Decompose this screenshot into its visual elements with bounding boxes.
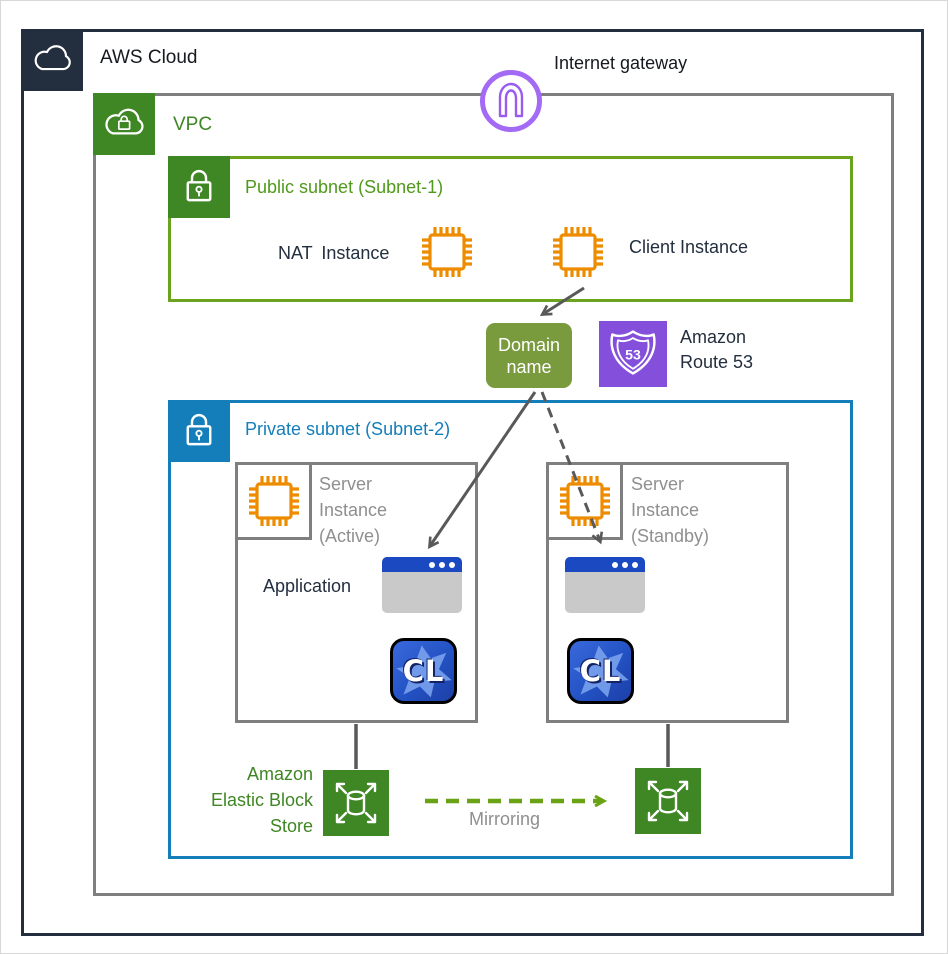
window-dot [449, 561, 455, 568]
domain-name-label: Domain name [497, 334, 561, 377]
server-instance-active-label: Server Instance (Active) [319, 474, 388, 546]
server-instance-active-box [235, 462, 478, 723]
private-subnet-label: Private subnet (Subnet-2) [245, 419, 451, 439]
server-instance-icon [245, 472, 303, 530]
route53-shield-number: 53 [625, 347, 641, 363]
mirroring-label: Mirroring [469, 809, 541, 829]
application-label: Application [263, 576, 352, 596]
internet-gateway-icon [480, 70, 542, 132]
private-subnet-lock-icon [168, 400, 230, 462]
window-dot [612, 561, 618, 568]
application-window-icon [565, 557, 645, 613]
cl-logo-text: CL [579, 654, 622, 688]
window-dot [632, 561, 638, 568]
public-subnet-group [168, 156, 853, 302]
client-instance-label: Client Instance [629, 237, 749, 257]
application-window-icon [382, 557, 462, 613]
aws-cloud-label: AWS Cloud [100, 47, 198, 68]
server-chip-cell [235, 462, 312, 540]
aws-cloud-icon [21, 29, 83, 91]
ebs-label: Amazon Elastic Block Store [210, 764, 313, 836]
window-titlebar [565, 557, 645, 572]
aws-cloud-group [21, 29, 924, 936]
nat-instance-label: NAT Instance [278, 243, 390, 263]
client-instance-icon [549, 223, 607, 281]
route53-icon: 53 [599, 321, 667, 387]
public-subnet-label: Public subnet (Subnet-1) [245, 177, 444, 197]
ebs-icon [635, 768, 701, 834]
vpc-label: VPC [173, 114, 213, 135]
cl-logo-text: CL [402, 654, 445, 688]
server-instance-standby-label: Server Instance (Standby) [631, 474, 710, 546]
server-instance-icon [556, 472, 614, 530]
vpc-icon [93, 93, 155, 155]
internet-gateway-label: Internet gateway [554, 53, 688, 73]
nat-instance-icon [418, 223, 476, 281]
ebs-icon [323, 770, 389, 836]
cl-logo-icon: CL [567, 638, 634, 704]
route53-label: Amazon Route 53 [680, 327, 754, 372]
window-dot [429, 561, 435, 568]
server-chip-cell [546, 462, 623, 540]
window-dot [439, 561, 445, 568]
public-subnet-lock-icon [168, 156, 230, 218]
window-titlebar [382, 557, 462, 572]
cl-logo-icon: CL [390, 638, 457, 704]
domain-name-node: Domain name [486, 323, 572, 388]
window-dot [622, 561, 628, 568]
